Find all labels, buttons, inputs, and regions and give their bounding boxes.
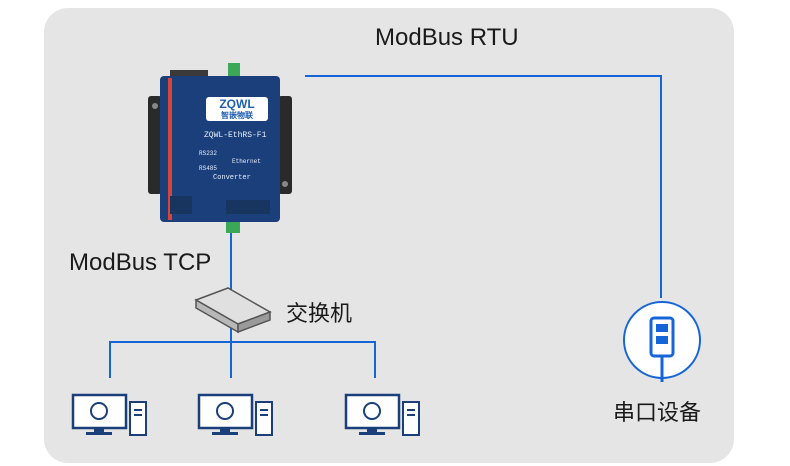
serial-device-icon: [623, 301, 701, 382]
computer-icon: [197, 393, 273, 436]
rtu-link-line: [305, 75, 662, 298]
device-ethernet-label: Ethernet: [232, 158, 261, 165]
device-port-rs232: RS232: [199, 150, 218, 157]
gateway-device-icon: [148, 63, 292, 233]
modbus-rtu-label: ModBus RTU: [375, 24, 519, 51]
switch-label: 交换机: [286, 302, 353, 327]
device-brand-logo: ZQWL 智嵌物联: [206, 97, 268, 121]
device-brand: ZQWL: [219, 97, 255, 111]
device-port-rs485: RS485: [199, 165, 218, 172]
network-switch-icon: [194, 287, 272, 334]
serial-device-label: 串口设备: [613, 401, 702, 426]
device-brand-sub: 智嵌物联: [221, 111, 253, 120]
device-converter-label: Converter: [213, 174, 251, 182]
device-model: ZQWL-EthRS-F1: [204, 131, 267, 140]
modbus-tcp-label: ModBus TCP: [69, 249, 212, 276]
diagram-background: [44, 8, 734, 463]
computer-icon: [71, 393, 147, 436]
computer-icon: [344, 393, 420, 436]
lan-bus-line: [109, 341, 376, 378]
